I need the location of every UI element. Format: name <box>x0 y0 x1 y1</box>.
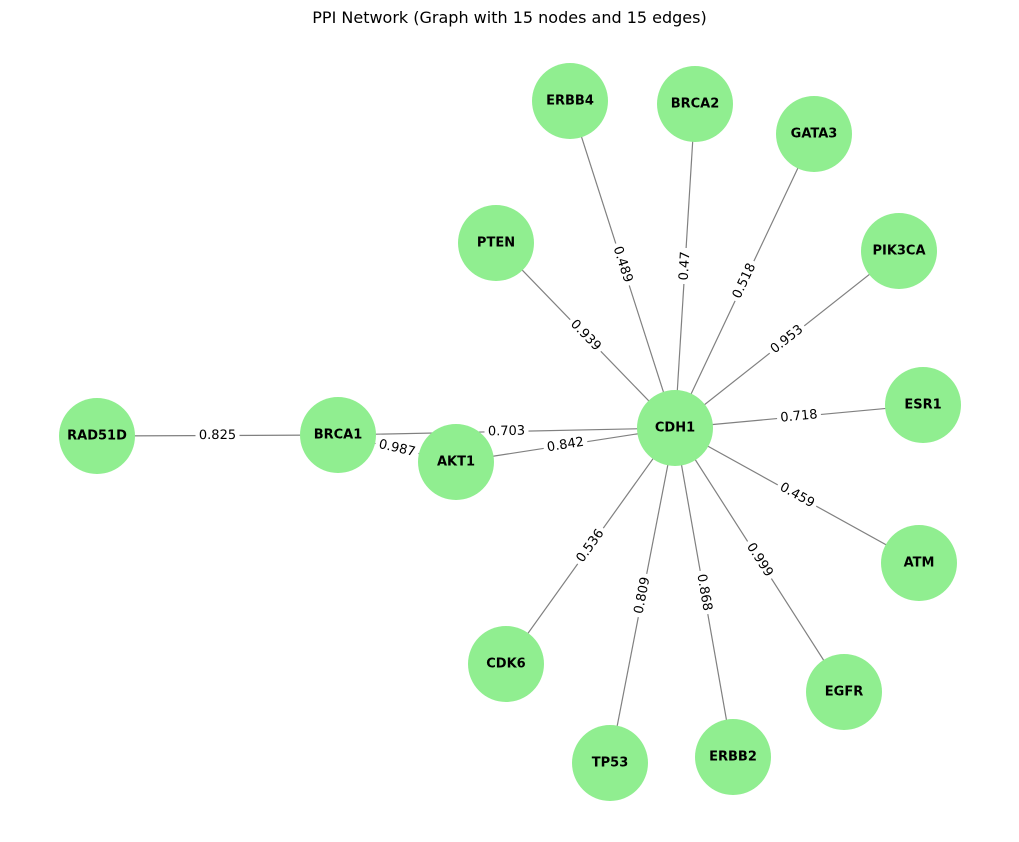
edge-weight-background <box>727 257 762 305</box>
node-circle[interactable] <box>881 525 957 601</box>
node-circle[interactable] <box>806 654 882 730</box>
edge-weight-text: 0.47 <box>677 251 694 281</box>
edge-weight-background <box>373 435 421 462</box>
node-circle[interactable] <box>532 63 608 139</box>
edge-weight-background <box>630 572 655 619</box>
edge-weight-text: 0.868 <box>693 573 714 612</box>
node-circle[interactable] <box>572 725 648 801</box>
edge-weight-text: 0.939 <box>567 317 604 354</box>
edge-weight-text: 0.459 <box>777 480 817 511</box>
node-label: PTEN <box>477 236 515 251</box>
node-erbb4[interactable]: ERBB4 <box>532 63 608 139</box>
edge-weight-label: 0.536 <box>571 523 610 569</box>
edge-weight-background <box>675 247 695 285</box>
edge-weight-label: 0.953 <box>764 319 810 360</box>
edge-labels-layer: 0.825 0.987 0.703 0.842 0.939 0.489 0.47 0.518 0… <box>195 241 822 619</box>
edge-weight-background <box>571 523 610 569</box>
node-label: GATA3 <box>791 127 838 142</box>
node-circle[interactable] <box>861 213 937 289</box>
edge-weight-label: 0.47 <box>675 247 695 285</box>
edge-weight-background <box>764 319 810 360</box>
node-erbb2[interactable]: ERBB2 <box>695 719 771 795</box>
node-label: CDK6 <box>486 657 525 672</box>
node-brca2[interactable]: BRCA2 <box>657 66 733 142</box>
edge-weight-text: 0.703 <box>488 424 526 440</box>
node-brca1[interactable]: BRCA1 <box>300 397 376 473</box>
node-pten[interactable]: PTEN <box>458 205 534 281</box>
node-esr1[interactable]: ESR1 <box>885 367 961 443</box>
node-label: AKT1 <box>437 455 475 470</box>
diagram-title: PPI Network (Graph with 15 nodes and 15 … <box>312 8 707 27</box>
node-circle[interactable] <box>300 397 376 473</box>
edge-weight-label: 0.718 <box>776 406 822 427</box>
edge-weight-text: 0.842 <box>546 435 585 456</box>
node-label: CDH1 <box>655 421 695 436</box>
edge-weight-label: 0.809 <box>630 572 655 619</box>
node-atm[interactable]: ATM <box>881 525 957 601</box>
node-circle[interactable] <box>776 96 852 172</box>
edge-weight-background <box>484 423 529 440</box>
node-circle[interactable] <box>458 205 534 281</box>
edge-weight-label: 0.459 <box>773 477 821 514</box>
node-circle[interactable] <box>695 719 771 795</box>
node-rad51d[interactable]: RAD51D <box>59 398 135 474</box>
node-cdh1[interactable]: CDH1 <box>637 390 713 466</box>
edge-weight-label: 0.489 <box>608 241 637 288</box>
node-circle[interactable] <box>418 424 494 500</box>
edge-weight-label: 0.842 <box>542 433 589 457</box>
node-label: ATM <box>904 556 935 571</box>
edge-weight-label: 0.999 <box>740 537 779 583</box>
node-akt1[interactable]: AKT1 <box>418 424 494 500</box>
edge-weight-text: 0.825 <box>199 428 236 443</box>
node-circle[interactable] <box>468 626 544 702</box>
node-label: ERBB4 <box>546 94 594 109</box>
edge-weight-background <box>740 537 779 583</box>
edge-weight-text: 0.999 <box>743 540 776 579</box>
edge-weight-text: 0.953 <box>768 322 807 357</box>
edge-weight-label: 0.518 <box>727 257 762 305</box>
edge-weight-background <box>564 314 607 357</box>
edge-weight-text: 0.718 <box>780 407 818 425</box>
edge-weight-background <box>195 427 240 444</box>
edge-weight-label: 0.987 <box>373 435 421 462</box>
node-label: TP53 <box>592 756 629 771</box>
node-label: PIK3CA <box>872 244 925 259</box>
edge-weight-background <box>773 477 821 514</box>
node-circle[interactable] <box>885 367 961 443</box>
node-circle[interactable] <box>657 66 733 142</box>
edge-weight-text: 0.518 <box>730 261 759 301</box>
node-label: RAD51D <box>67 429 127 444</box>
node-egfr[interactable]: EGFR <box>806 654 882 730</box>
node-label: ESR1 <box>904 398 941 413</box>
edge-weight-background <box>692 569 716 616</box>
node-label: ERBB2 <box>709 750 757 765</box>
node-gata3[interactable]: GATA3 <box>776 96 852 172</box>
edge-weight-label: 0.703 <box>484 423 529 440</box>
edge-weight-background <box>776 406 822 427</box>
node-label: BRCA1 <box>314 428 363 443</box>
edge-weight-text: 0.809 <box>632 576 654 615</box>
node-circle[interactable] <box>59 398 135 474</box>
node-circle[interactable] <box>637 390 713 466</box>
edge-weight-label: 0.939 <box>564 314 607 357</box>
node-label: EGFR <box>825 685 863 700</box>
edge-weight-text: 0.489 <box>610 244 636 284</box>
node-tp53[interactable]: TP53 <box>572 725 648 801</box>
node-pik3ca[interactable]: PIK3CA <box>861 213 937 289</box>
edge-weight-background <box>542 433 589 457</box>
edge-weight-background <box>608 241 637 288</box>
edge-weight-label: 0.868 <box>692 569 716 616</box>
edge-weight-label: 0.825 <box>195 427 240 444</box>
node-label: BRCA2 <box>671 97 720 112</box>
node-cdk6[interactable]: CDK6 <box>468 626 544 702</box>
